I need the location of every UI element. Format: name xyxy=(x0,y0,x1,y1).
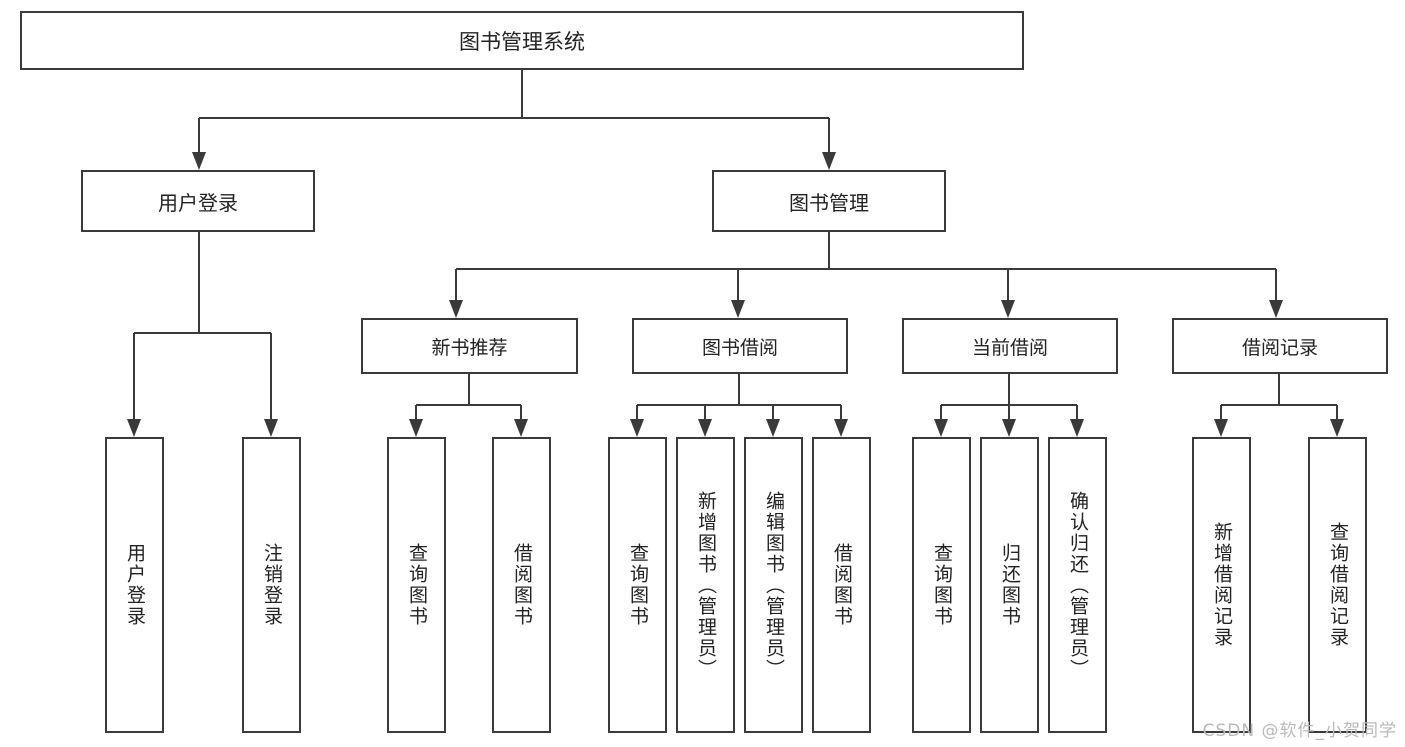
leaf-query-book-recommend[interactable]: 查询图书 xyxy=(387,437,446,733)
node-label: 图书借阅 xyxy=(701,336,778,359)
leaf-label: 归还图书 xyxy=(999,543,1021,627)
leaf-logout-login[interactable]: 注销登录 xyxy=(242,437,301,733)
leaf-return-book[interactable]: 归还图书 xyxy=(980,437,1039,733)
node-label: 当前借阅 xyxy=(971,336,1048,359)
leaf-user-login[interactable]: 用户登录 xyxy=(105,437,164,733)
leaf-add-book-admin[interactable]: 新增图书（管理员） xyxy=(676,437,735,733)
leaf-query-book-current[interactable]: 查询图书 xyxy=(912,437,971,733)
node-user-login[interactable]: 用户登录 xyxy=(81,170,315,232)
leaf-add-borrow-record[interactable]: 新增借阅记录 xyxy=(1192,437,1251,733)
node-label: 图书管理 xyxy=(789,190,869,215)
leaf-query-book-borrow[interactable]: 查询图书 xyxy=(608,437,667,733)
leaf-label: 查询借阅记录 xyxy=(1327,522,1349,648)
leaf-label: 注销登录 xyxy=(261,543,283,627)
leaf-label: 查询图书 xyxy=(931,543,953,627)
node-book-management[interactable]: 图书管理 xyxy=(712,170,946,232)
leaf-borrow-book-recommend[interactable]: 借阅图书 xyxy=(492,437,551,733)
leaf-label: 新增借阅记录 xyxy=(1211,522,1233,648)
leaf-label: 用户登录 xyxy=(124,543,146,627)
node-borrow-record[interactable]: 借阅记录 xyxy=(1172,318,1388,374)
watermark: CSDN @软件_小贺同学 xyxy=(1202,721,1397,741)
leaf-label: 确认归还（管理员） xyxy=(1067,490,1089,680)
node-current-borrow[interactable]: 当前借阅 xyxy=(902,318,1118,374)
leaf-label: 新增图书（管理员） xyxy=(695,490,717,680)
leaf-borrow-book[interactable]: 借阅图书 xyxy=(812,437,871,733)
leaf-query-borrow-record[interactable]: 查询借阅记录 xyxy=(1308,437,1367,733)
node-new-book-recommend[interactable]: 新书推荐 xyxy=(361,318,578,374)
leaf-edit-book-admin[interactable]: 编辑图书（管理员） xyxy=(744,437,803,733)
leaf-label: 借阅图书 xyxy=(511,543,533,627)
leaf-label: 查询图书 xyxy=(406,543,428,627)
node-label: 新书推荐 xyxy=(431,336,508,359)
leaf-label: 借阅图书 xyxy=(831,543,853,627)
node-label: 借阅记录 xyxy=(1241,336,1318,359)
leaf-confirm-return-admin[interactable]: 确认归还（管理员） xyxy=(1048,437,1107,733)
node-book-borrow[interactable]: 图书借阅 xyxy=(632,318,848,374)
node-label: 用户登录 xyxy=(158,190,238,215)
leaf-label: 编辑图书（管理员） xyxy=(763,490,785,680)
node-label: 图书管理系统 xyxy=(459,29,585,54)
leaf-label: 查询图书 xyxy=(627,543,649,627)
node-root-system[interactable]: 图书管理系统 xyxy=(20,11,1024,70)
